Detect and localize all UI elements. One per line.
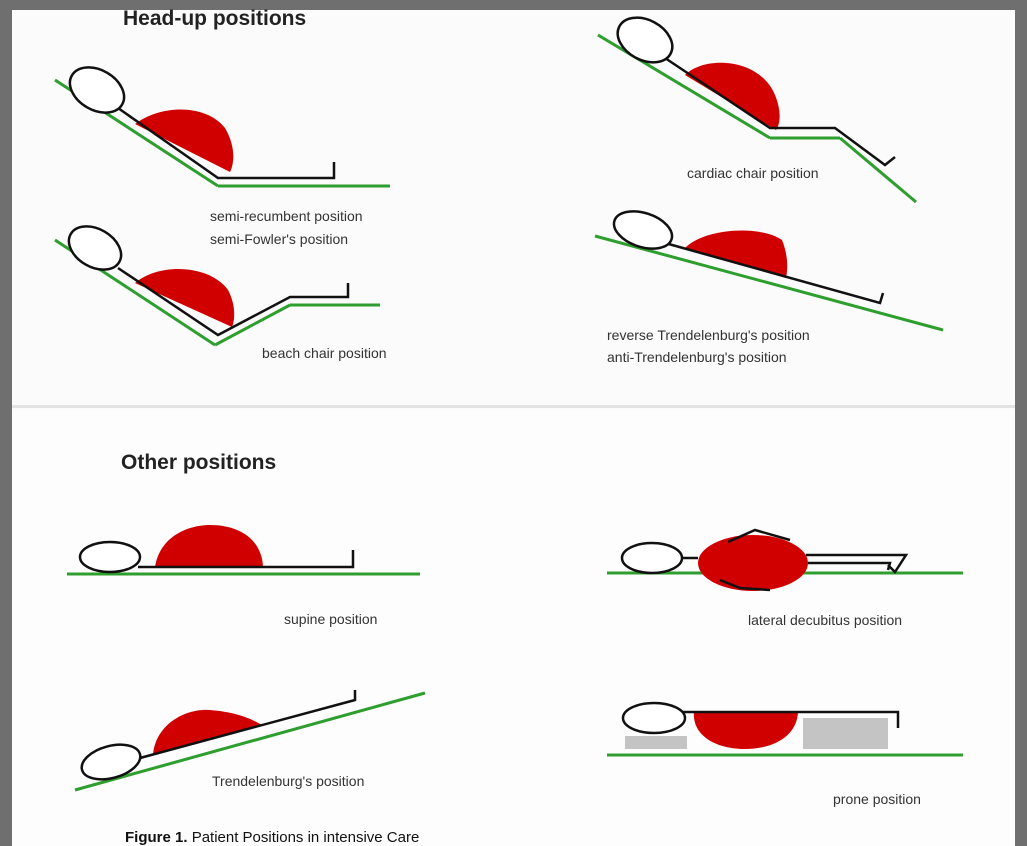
reverse-trendelenburg-figure <box>595 205 943 330</box>
label-semi-fowler: semi-Fowler's position <box>210 231 348 247</box>
prone-figure <box>607 703 963 755</box>
figure-caption: Figure 1. Patient Positions in intensive… <box>125 829 419 846</box>
supine-figure <box>67 525 420 574</box>
body-shape <box>153 710 262 755</box>
body-shape <box>155 525 263 567</box>
semi-recumbent-figure <box>55 58 390 186</box>
head-shape <box>62 58 132 122</box>
body-shape <box>698 535 808 591</box>
label-trendelenburg: Trendelenburg's position <box>212 773 364 789</box>
leg-support <box>803 718 888 749</box>
head-support <box>625 736 687 749</box>
head-shape <box>78 739 144 785</box>
leg-outline <box>808 563 890 570</box>
caption-prefix: Figure 1. <box>125 829 188 846</box>
label-beach-chair: beach chair position <box>262 345 387 361</box>
label-anti-trendelenburg: anti-Trendelenburg's position <box>607 349 787 365</box>
body-shape <box>694 712 798 749</box>
lateral-decubitus-figure <box>607 530 963 591</box>
label-reverse-trendelenburg: reverse Trendelenburg's position <box>607 327 810 343</box>
body-shape <box>685 231 787 278</box>
head-shape <box>623 703 685 733</box>
caption-text: Patient Positions in intensive Care <box>192 829 420 846</box>
section-heading-other: Other positions <box>121 451 276 475</box>
label-prone: prone position <box>833 791 921 807</box>
label-lateral-decubitus: lateral decubitus position <box>748 612 902 628</box>
label-supine: supine position <box>284 611 377 627</box>
body-shape <box>135 269 234 327</box>
bed-line <box>840 138 916 202</box>
label-semi-recumbent: semi-recumbent position <box>210 208 363 224</box>
head-shape <box>622 543 682 573</box>
head-shape <box>609 205 677 256</box>
head-shape <box>80 542 140 572</box>
section-heading-head-up: Head-up positions <box>123 7 306 31</box>
label-cardiac-chair: cardiac chair position <box>687 165 819 181</box>
